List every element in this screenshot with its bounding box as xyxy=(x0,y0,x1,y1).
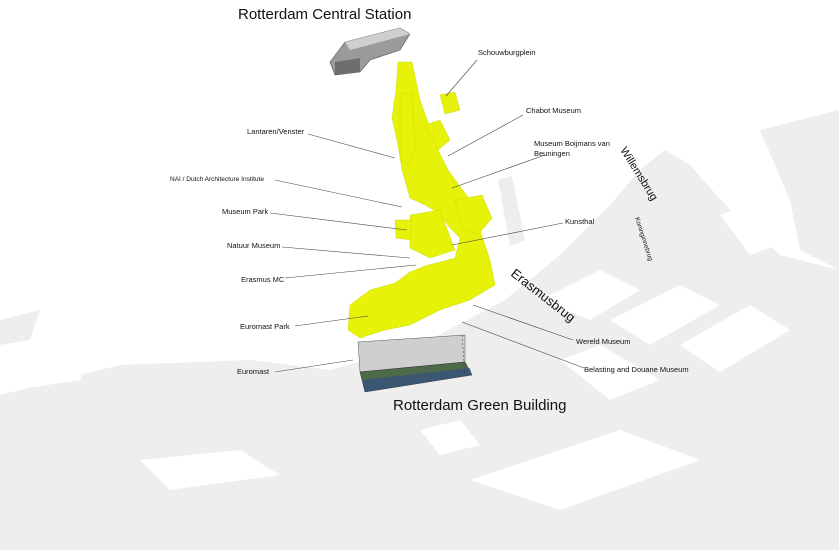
label-belasting-douane: Belasting and Douane Museum xyxy=(584,365,689,374)
green-route xyxy=(347,61,496,339)
label-lantaren-venster: Lantaren/Venster xyxy=(247,127,305,136)
title-green-building: Rotterdam Green Building xyxy=(393,397,567,414)
label-kunsthal: Kunsthal xyxy=(565,217,595,226)
label-boijmans-line1: Museum Boijmans van xyxy=(534,139,610,148)
label-nai: NAI / Dutch Architecture Institute xyxy=(170,176,264,183)
green-building-image xyxy=(357,334,473,393)
label-natuur-museum: Natuur Museum xyxy=(227,241,280,250)
label-schouwburgplein: Schouwburgplein xyxy=(478,48,536,57)
title-central-station: Rotterdam Central Station xyxy=(238,6,412,23)
label-erasmus-mc: Erasmus MC xyxy=(241,275,285,284)
leader-lines xyxy=(269,59,585,373)
land-piers xyxy=(15,200,790,510)
label-euromast-park: Euromast Park xyxy=(240,322,290,331)
place-labels: Schouwburgplein Chabot Museum Museum Boi… xyxy=(170,48,689,376)
central-station-building xyxy=(329,27,411,76)
label-museum-park: Museum Park xyxy=(222,207,269,216)
label-euromast: Euromast xyxy=(237,367,270,376)
label-chabot-museum: Chabot Museum xyxy=(526,106,581,115)
label-boijmans-line2: Beuningen xyxy=(534,149,570,158)
label-wereld-museum: Wereld Museum xyxy=(576,337,630,346)
